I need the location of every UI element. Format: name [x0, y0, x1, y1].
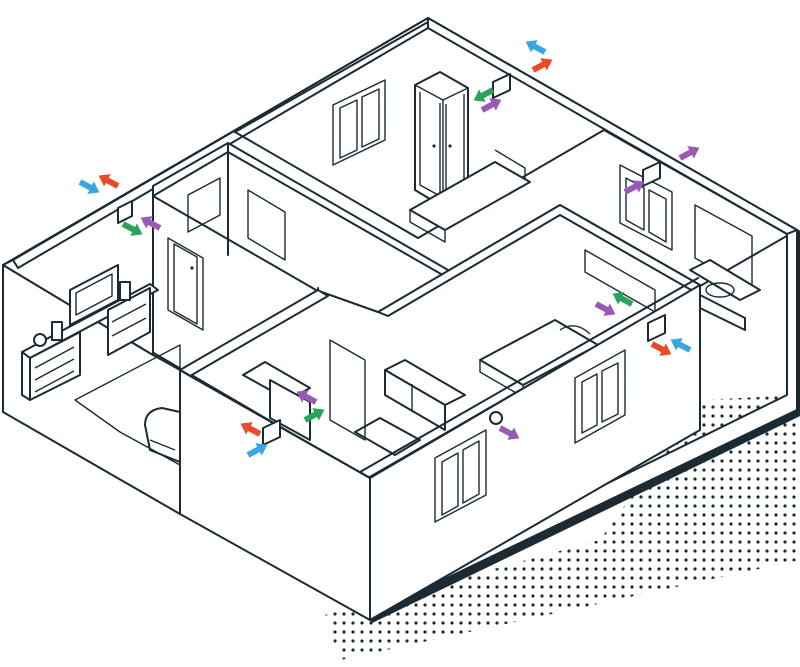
kitchen-cabinet-icon — [242, 339, 466, 456]
hallway-door-icon — [187, 177, 286, 261]
vent-unit-kitchen — [262, 419, 281, 446]
arrows-outside-right — [676, 141, 703, 165]
vent-unit-front-bedroom — [647, 314, 666, 342]
tv-desk-icon — [21, 264, 159, 401]
arrows-outside-top — [522, 35, 556, 77]
living-door-icon — [167, 237, 204, 331]
window-front-left — [434, 429, 487, 523]
bathtub-icon — [689, 259, 761, 331]
window-back-bedroom — [332, 79, 386, 166]
bed-back-icon — [409, 149, 531, 243]
vent-unit-bathroom — [642, 161, 661, 187]
arrows-outside-top-left — [76, 169, 122, 199]
window-front-right — [574, 349, 626, 444]
vent-unit-living — [117, 200, 133, 224]
vent-round-front — [489, 411, 503, 425]
wardrobe-icon — [414, 71, 469, 206]
